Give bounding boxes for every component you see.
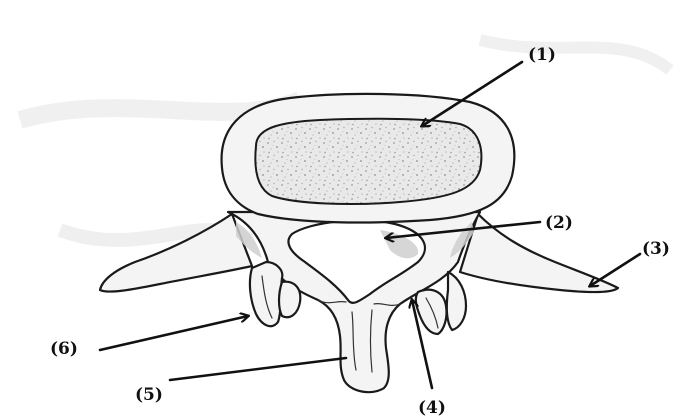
callout-label-2: (2) <box>545 213 573 233</box>
callout-label-4: (4) <box>418 398 446 418</box>
right-transverse-process <box>460 214 618 292</box>
callout-label-3: (3) <box>642 239 670 259</box>
left-inferior-facet <box>279 282 300 318</box>
vertebra-drawing <box>100 94 618 392</box>
callout-label-5: (5) <box>135 385 163 405</box>
callout-label-6: (6) <box>50 339 78 359</box>
right-superior-facet <box>447 272 466 330</box>
left-articular-process <box>250 262 282 326</box>
left-transverse-process <box>100 214 252 292</box>
arrow-3 <box>590 254 640 286</box>
arrow-6 <box>100 316 248 350</box>
arrow-5 <box>170 358 346 380</box>
right-articular-process <box>416 290 447 334</box>
cancellous-bone <box>255 119 481 204</box>
callout-label-1: (1) <box>528 45 556 65</box>
